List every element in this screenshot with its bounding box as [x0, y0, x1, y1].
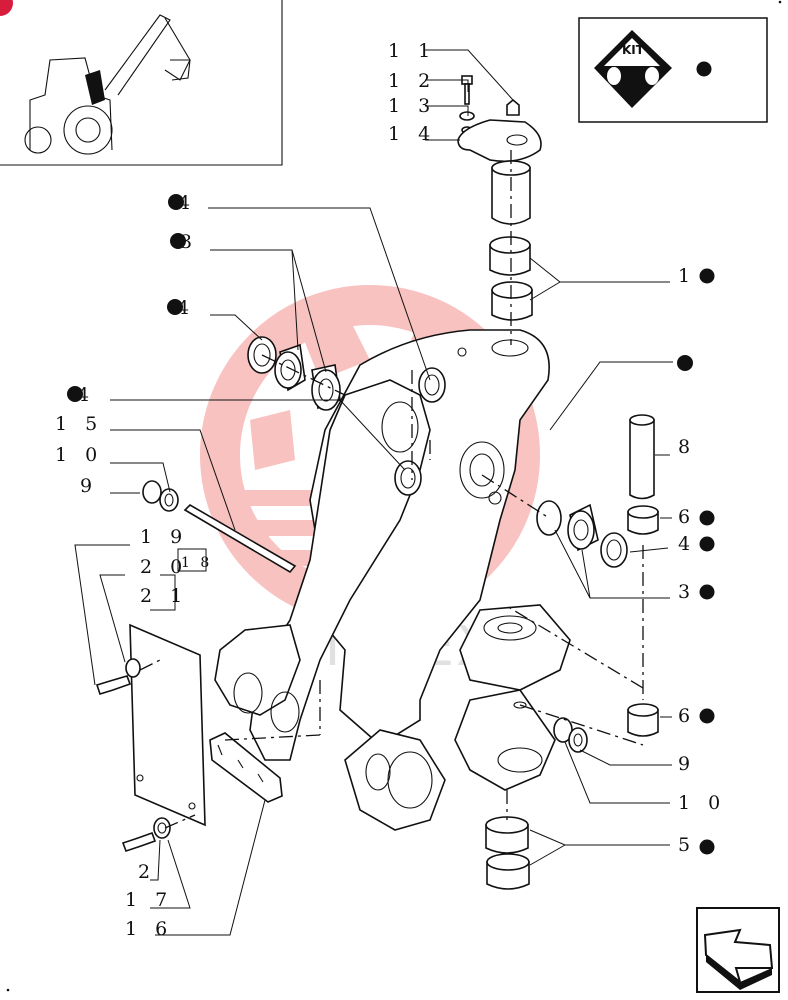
label-1: 1 [678, 265, 696, 287]
label-4-mid: 4 [77, 384, 95, 406]
label-10-right: 1 0 [678, 792, 726, 814]
label-17: 1 7 [125, 889, 173, 911]
label-6-bottom: 6 [678, 705, 696, 727]
label-9-left: 9 [80, 475, 98, 497]
kit-text: KIT [622, 43, 645, 57]
machine-thumbnail [0, 0, 283, 166]
label-3-right: 3 [678, 581, 696, 603]
label-4-left: 4 [177, 297, 195, 319]
corner-badge [0, 0, 13, 16]
label-21: 2 1 [140, 585, 188, 607]
left-small-parts [95, 480, 297, 853]
kit-bullet [696, 61, 712, 77]
leader-lines [74, 49, 673, 936]
label-13: 1 3 [388, 95, 436, 117]
label-14: 1 4 [388, 123, 436, 145]
label-10-left: 1 0 [55, 444, 103, 466]
label-4-right: 4 [678, 533, 696, 555]
swing-frame [214, 329, 571, 831]
label-5: 5 [678, 834, 696, 856]
label-9-right: 9 [678, 753, 696, 775]
left-bushings [247, 336, 446, 496]
part-labels: 1 1 1 2 1 3 1 4 4 3 4 4 1 5 1 0 9 1 9 2 … [55, 40, 726, 940]
label-8: 8 [678, 436, 696, 458]
label-19: 1 9 [140, 526, 188, 548]
label-11: 1 1 [388, 40, 436, 62]
label-16: 1 6 [125, 918, 173, 940]
label-12: 1 2 [388, 70, 436, 92]
label-18: 1 8 [181, 555, 212, 571]
label-18-box [177, 548, 207, 572]
label-20: 2 0 [140, 556, 188, 578]
label-6-top: 6 [678, 506, 696, 528]
label-4-top: 4 [178, 192, 196, 214]
kit-box: KIT [578, 17, 768, 123]
top-pin-assembly [457, 75, 542, 321]
center-lines [139, 150, 644, 829]
label-15: 1 5 [55, 413, 103, 435]
next-page-arrow-icon[interactable] [696, 907, 780, 993]
label-2: 2 [138, 861, 156, 883]
label-3-left: 3 [180, 231, 198, 253]
bullets [67, 194, 715, 855]
right-bushings [485, 414, 659, 890]
